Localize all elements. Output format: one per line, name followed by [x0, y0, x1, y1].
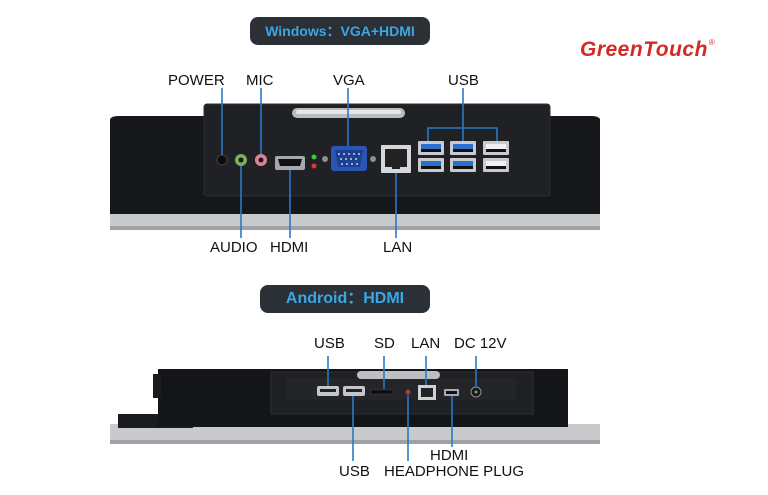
- android-title-badge: Android：HDMI: [260, 285, 430, 313]
- windows-title-badge: Windows：VGA+HDMI: [250, 17, 430, 45]
- label-vga: VGA: [333, 72, 365, 89]
- brand-registered-mark: ®: [708, 38, 716, 47]
- windows-title: Windows：VGA+HDMI: [265, 23, 415, 39]
- label-mic: MIC: [246, 72, 274, 89]
- windows-device-illustration: [110, 88, 600, 238]
- android-title: Android：HDMI: [285, 290, 405, 307]
- label-hdmi-android: HDMI: [430, 447, 469, 464]
- label-sd: SD: [374, 335, 395, 352]
- label-usb-bottom: USB: [339, 463, 370, 480]
- brand-logo: GreenTouch®: [580, 38, 715, 62]
- label-hdmi: HDMI: [270, 239, 309, 256]
- label-headphone: HEADPHONE PLUG: [384, 463, 525, 480]
- label-dc: DC 12V: [454, 335, 507, 352]
- label-power: POWER: [168, 72, 225, 89]
- brand-name: GreenTouch: [580, 38, 708, 61]
- label-usb: USB: [448, 72, 479, 89]
- label-lan: LAN: [383, 239, 413, 256]
- label-lan-android: LAN: [411, 335, 441, 352]
- label-audio: AUDIO: [210, 239, 258, 256]
- label-usb-top: USB: [314, 335, 345, 352]
